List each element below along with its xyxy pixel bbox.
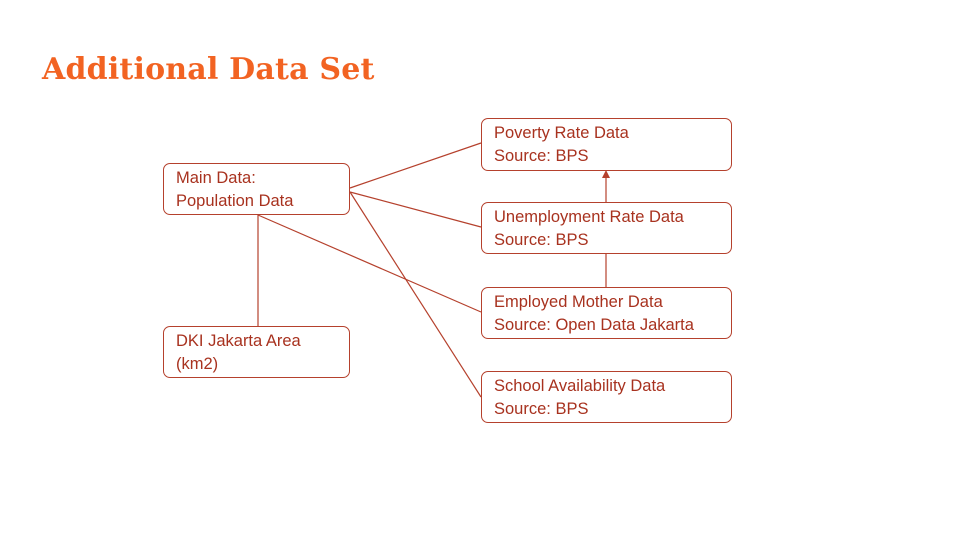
node-dki-jakarta-area: DKI Jakarta Area (km2) xyxy=(163,326,350,378)
node-school-line2: Source: BPS xyxy=(494,400,589,418)
node-unemployment-line2: Source: BPS xyxy=(494,231,589,249)
slide-title: Additional Data Set xyxy=(42,52,375,87)
connector-main-to-school xyxy=(349,191,482,398)
connector-main-to-unemployment xyxy=(349,191,482,228)
node-main-data-line2: Population Data xyxy=(176,192,294,210)
node-unemployment-rate: Unemployment Rate Data Source: BPS xyxy=(481,202,732,254)
node-poverty-line1: Poverty Rate Data xyxy=(494,124,629,142)
node-school-line1: School Availability Data xyxy=(494,377,666,395)
connector-main-to-poverty xyxy=(349,142,482,189)
node-employed-mother: Employed Mother Data Source: Open Data J… xyxy=(481,287,732,339)
connector-main-to-employed-mother xyxy=(257,214,482,313)
node-employed-mother-line1: Employed Mother Data xyxy=(494,293,663,311)
node-poverty-rate: Poverty Rate Data Source: BPS xyxy=(481,118,732,171)
node-employed-mother-line2: Source: Open Data Jakarta xyxy=(494,316,694,334)
node-main-data-line1: Main Data: xyxy=(176,169,256,187)
node-poverty-line2: Source: BPS xyxy=(494,147,589,165)
node-school-availability: School Availability Data Source: BPS xyxy=(481,371,732,423)
node-unemployment-line1: Unemployment Rate Data xyxy=(494,208,684,226)
node-area-line1: DKI Jakarta Area xyxy=(176,332,301,350)
node-area-line2: (km2) xyxy=(176,355,219,373)
node-main-data: Main Data: Population Data xyxy=(163,163,350,215)
